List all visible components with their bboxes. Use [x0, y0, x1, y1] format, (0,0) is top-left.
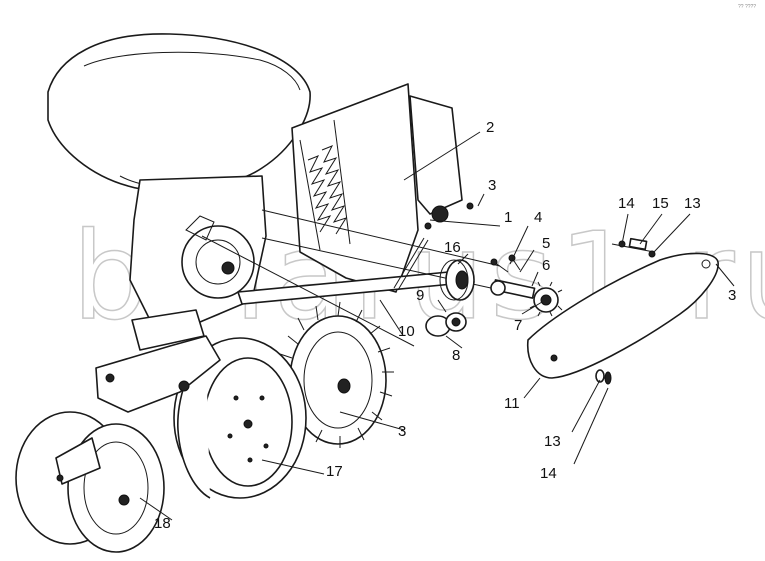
callout-leaders [139, 131, 735, 521]
callout-8: 8 [452, 347, 460, 364]
seed-hopper [47, 33, 311, 192]
callout-2: 2 [486, 119, 494, 136]
callout-17: 17 [326, 463, 343, 480]
pin-set [490, 254, 521, 273]
callout-11: 11 [504, 395, 520, 412]
adjusting-lever [393, 237, 429, 291]
drive-sprocket [529, 281, 563, 317]
callout-13-upper: 13 [684, 195, 701, 212]
tension-spring [307, 145, 348, 235]
callout-3-lower: 3 [398, 423, 406, 440]
gauge-wheel [15, 411, 165, 553]
wheel-frame [95, 309, 221, 413]
callout-6: 6 [542, 257, 550, 274]
callout-labels: 1 2 3 3 3 4 5 6 7 8 9 10 11 13 13 14 14 … [154, 119, 736, 532]
callout-5: 5 [542, 235, 550, 252]
callout-16: 16 [444, 239, 461, 256]
callout-3-right: 3 [728, 287, 736, 304]
cover-plate [527, 252, 719, 379]
idler-roller [425, 312, 467, 337]
callout-9: 9 [416, 287, 424, 304]
callout-18: 18 [154, 515, 171, 532]
callout-14-upper: 14 [618, 195, 635, 212]
callout-3-upper: 3 [488, 177, 496, 194]
callout-10: 10 [398, 323, 415, 340]
callout-13-lower: 13 [544, 433, 561, 450]
callout-4: 4 [534, 209, 542, 226]
bearing-hub [439, 259, 475, 301]
shaft-sleeve [490, 279, 536, 299]
callout-14-lower: 14 [540, 465, 557, 482]
corner-mark: ?? ???? [738, 4, 756, 10]
callout-1: 1 [504, 209, 512, 226]
callout-15: 15 [652, 195, 669, 212]
callout-7: 7 [514, 317, 522, 334]
parallel-linkage [291, 83, 474, 293]
hardware-lower [595, 369, 612, 385]
